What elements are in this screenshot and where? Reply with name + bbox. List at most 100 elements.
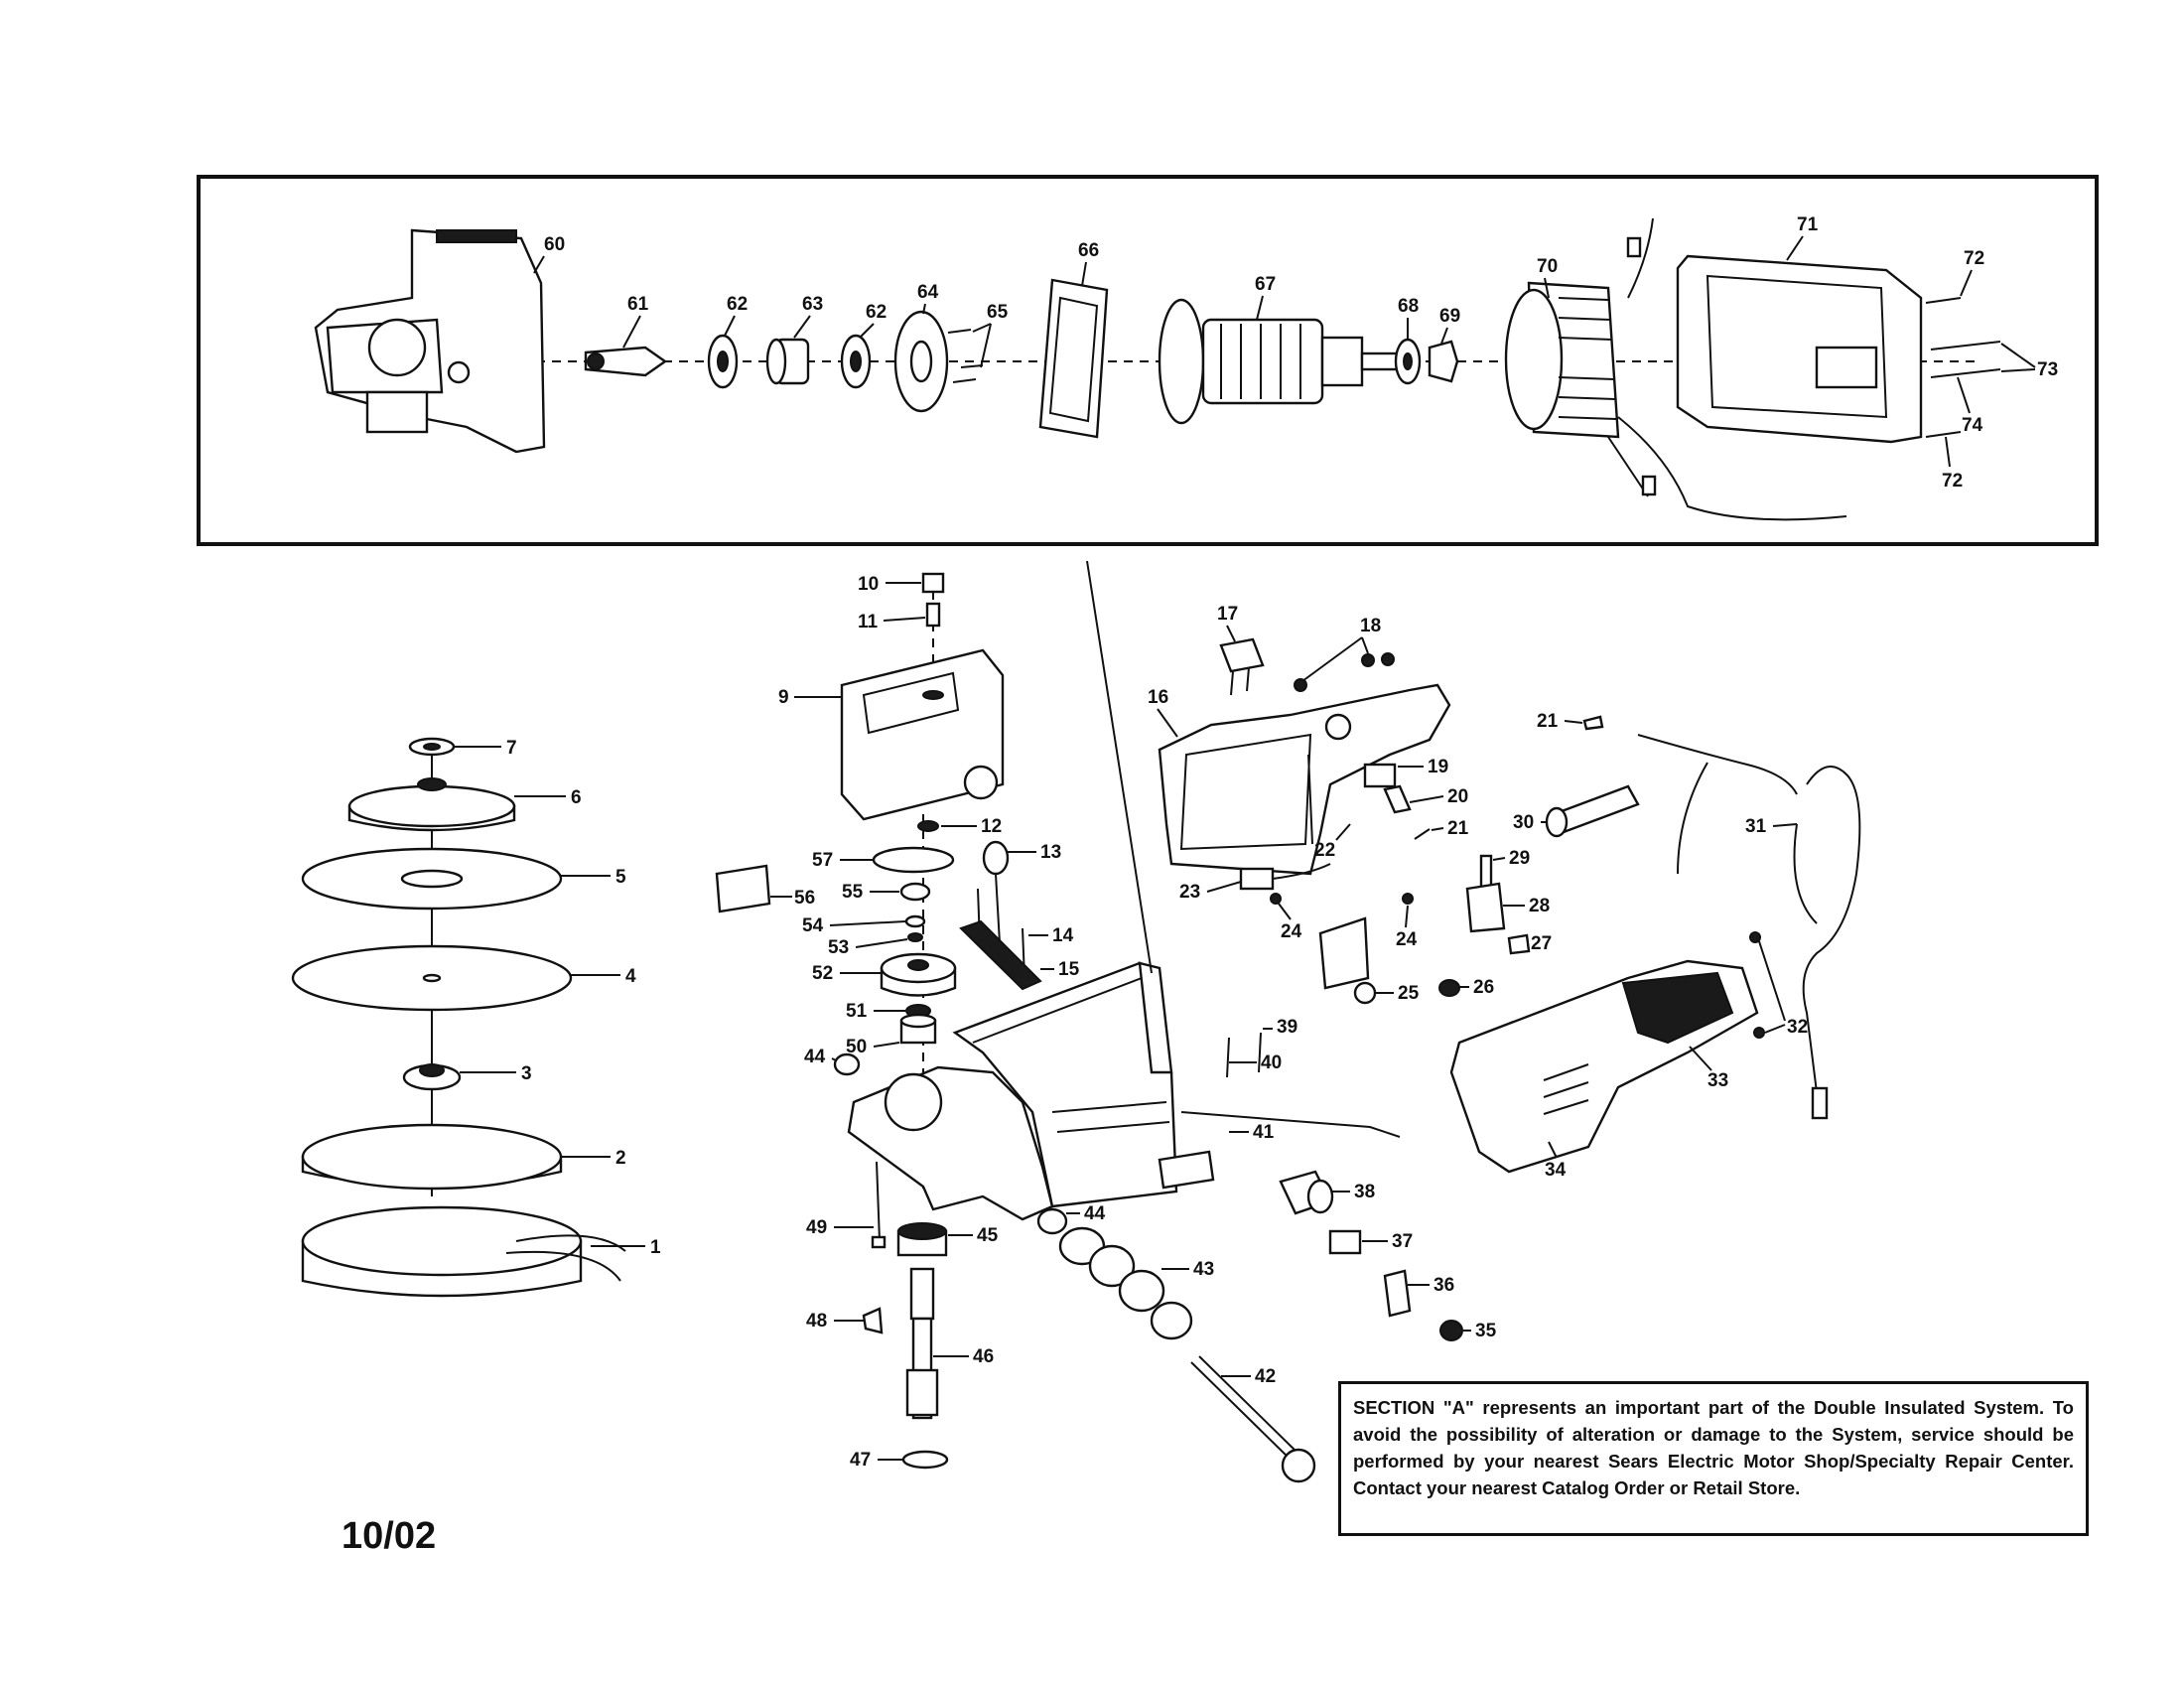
label-63: 63 xyxy=(802,294,823,315)
label-28: 28 xyxy=(1529,896,1550,916)
label-19: 19 xyxy=(1428,757,1448,777)
label-24a: 24 xyxy=(1281,921,1302,942)
label-64: 64 xyxy=(917,282,939,303)
label-26: 26 xyxy=(1473,977,1494,998)
label-42: 42 xyxy=(1255,1366,1276,1387)
label-24b: 24 xyxy=(1396,929,1418,950)
label-part-56 xyxy=(715,864,771,913)
label-55: 55 xyxy=(842,882,864,903)
brush-holder-part-28 xyxy=(1465,882,1506,933)
label-16: 16 xyxy=(1148,687,1168,708)
label-66: 66 xyxy=(1078,240,1099,261)
screws-part-39-40 xyxy=(1226,1032,1262,1078)
label-37: 37 xyxy=(1392,1231,1413,1252)
screws-part-18 xyxy=(1294,652,1395,692)
armature-part-67 xyxy=(1158,298,1404,425)
bearing-part-62b xyxy=(840,334,872,389)
label-44b: 44 xyxy=(1084,1203,1106,1224)
label-51: 51 xyxy=(846,1001,868,1022)
brush-part-37 xyxy=(1328,1229,1362,1255)
label-1: 1 xyxy=(650,1237,661,1258)
label-43: 43 xyxy=(1193,1259,1214,1280)
label-10: 10 xyxy=(858,574,879,595)
switch-part-19 xyxy=(1363,763,1397,788)
label-29: 29 xyxy=(1509,848,1530,869)
label-30: 30 xyxy=(1513,812,1534,833)
gear-housing-part-60 xyxy=(314,228,546,454)
switch-part-17 xyxy=(1219,637,1265,696)
label-9: 9 xyxy=(778,687,789,708)
cord-part-31 xyxy=(1637,734,1861,1120)
spring-part-11 xyxy=(925,602,941,628)
hub-part-3 xyxy=(402,1063,462,1091)
label-17: 17 xyxy=(1217,604,1238,625)
label-23: 23 xyxy=(1179,882,1200,903)
switch-cover-part-15 xyxy=(959,919,1042,991)
label-40: 40 xyxy=(1261,1052,1282,1073)
label-33: 33 xyxy=(1707,1070,1728,1091)
screw-part-10 xyxy=(921,572,945,594)
label-38: 38 xyxy=(1354,1182,1375,1202)
date-code: 10/02 xyxy=(341,1515,437,1557)
handle-part-43 xyxy=(1058,1226,1193,1340)
label-35: 35 xyxy=(1475,1321,1497,1341)
rubber-pad-part-2 xyxy=(301,1123,563,1191)
screws-part-65 xyxy=(947,329,984,383)
bolt-part-42 xyxy=(1190,1355,1316,1483)
label-7: 7 xyxy=(506,738,517,759)
washer-part-7 xyxy=(408,737,456,757)
label-32: 32 xyxy=(1787,1017,1808,1038)
backing-plate-part-6 xyxy=(347,777,516,832)
label-44a: 44 xyxy=(804,1047,826,1067)
label-36: 36 xyxy=(1433,1275,1454,1296)
label-72b: 72 xyxy=(1942,471,1963,491)
label-72a: 72 xyxy=(1964,248,1984,269)
field-part-70 xyxy=(1504,217,1847,521)
capacitor-part-23 xyxy=(1239,863,1331,891)
spring-part-36 xyxy=(1383,1269,1412,1318)
label-49: 49 xyxy=(806,1217,827,1238)
brush-holder-part-38 xyxy=(1279,1170,1334,1215)
label-52: 52 xyxy=(812,963,833,984)
label-70: 70 xyxy=(1537,256,1558,277)
label-34: 34 xyxy=(1545,1160,1567,1181)
section-a-note: SECTION "A" represents an important part… xyxy=(1338,1381,2089,1536)
label-25: 25 xyxy=(1398,983,1420,1004)
label-15: 15 xyxy=(1058,959,1080,980)
label-71: 71 xyxy=(1797,214,1819,235)
gear-part-52 xyxy=(880,952,957,997)
cord-part-41 xyxy=(1158,1111,1401,1190)
bonnet-part-1 xyxy=(301,1205,626,1298)
label-21a: 21 xyxy=(1537,711,1559,732)
screws-part-24 xyxy=(1270,893,1414,905)
spindle-part-61 xyxy=(584,346,668,377)
screw-part-21a xyxy=(1582,715,1604,731)
screw-part-49 xyxy=(871,1161,887,1249)
label-62a: 62 xyxy=(727,294,748,315)
handle-half-part-16 xyxy=(1158,683,1451,876)
bearing-part-68 xyxy=(1394,338,1422,385)
section-a-frame xyxy=(197,175,2099,546)
label-12: 12 xyxy=(981,816,1002,837)
spring-part-29 xyxy=(1479,854,1493,890)
brush-part-27 xyxy=(1507,933,1531,955)
label-11: 11 xyxy=(858,612,879,632)
cord-protector-part-30 xyxy=(1545,784,1640,838)
label-2: 2 xyxy=(615,1148,626,1169)
gear-cover-part-9 xyxy=(840,648,1005,821)
bearing-plate-part-64 xyxy=(893,310,949,413)
label-56: 56 xyxy=(794,888,815,909)
bearing-part-62a xyxy=(707,334,739,389)
label-67: 67 xyxy=(1255,274,1276,295)
bearing-part-50 xyxy=(899,1013,937,1045)
label-60: 60 xyxy=(544,234,565,255)
cap-part-26 xyxy=(1438,979,1460,997)
label-73: 73 xyxy=(2037,359,2058,380)
insulator-part-69 xyxy=(1428,340,1459,383)
label-6: 6 xyxy=(571,787,582,808)
motor-housing-part-71 xyxy=(1676,254,1923,444)
gasket-part-57 xyxy=(872,846,955,874)
label-57: 57 xyxy=(812,850,833,871)
bearing-part-55 xyxy=(899,882,931,902)
